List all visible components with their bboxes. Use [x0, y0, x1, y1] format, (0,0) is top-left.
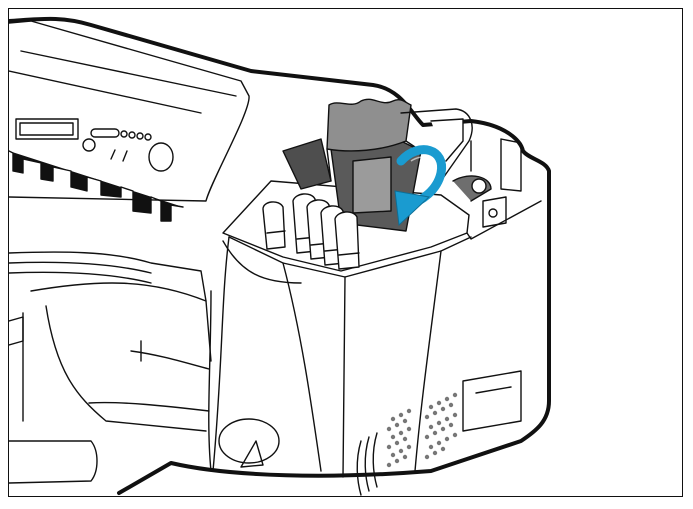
control-panel: [15, 118, 174, 172]
ink-cartridges: [262, 193, 360, 270]
printer-front: [212, 200, 542, 496]
printer-top: [9, 20, 250, 202]
cartridge-latch: [326, 98, 412, 152]
speaker-grille: [386, 392, 458, 468]
illustration-frame: [8, 8, 683, 497]
printer-outline: [9, 16, 551, 495]
curved-arrow-icon: [394, 145, 447, 227]
bay-interior: [282, 138, 332, 190]
printer-illustration: [9, 16, 551, 496]
paper-slot: [9, 150, 184, 222]
output-tray: [9, 251, 212, 484]
